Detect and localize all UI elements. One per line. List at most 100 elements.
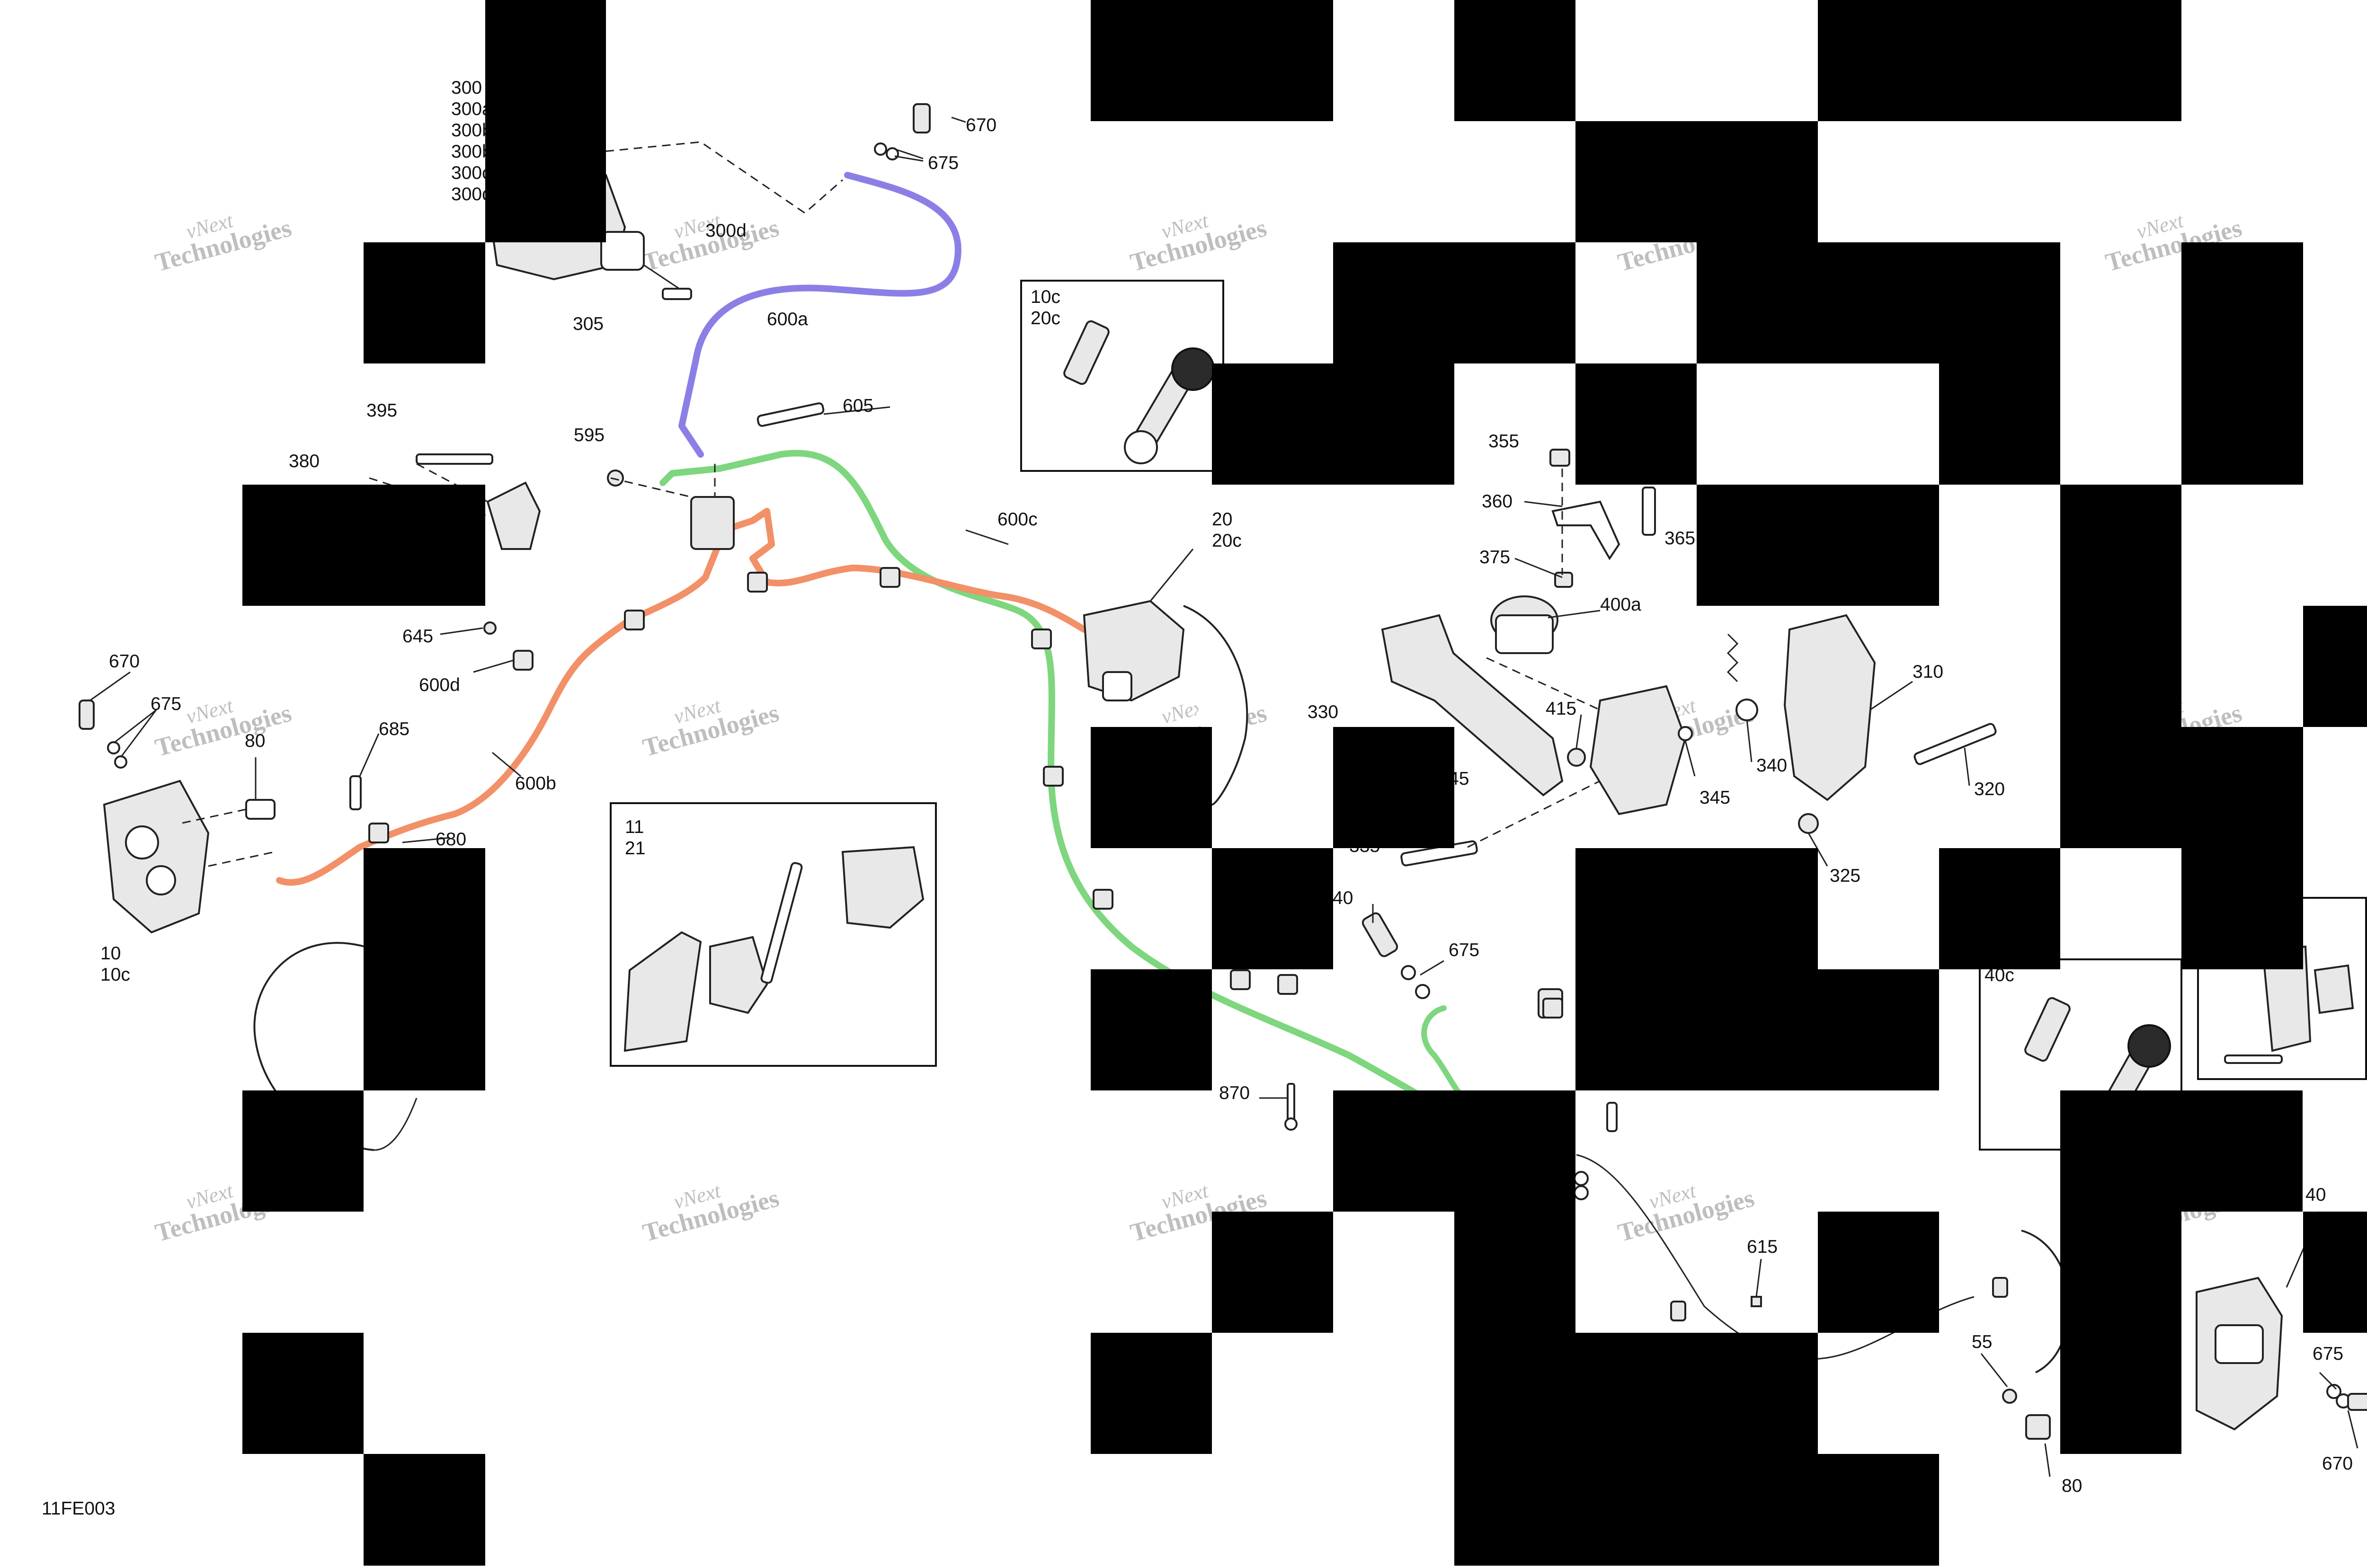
bolt-605 [756, 402, 825, 427]
callout-label: 300 [451, 78, 482, 98]
redaction-block [1818, 1454, 1939, 1566]
callout-label: 675 [928, 153, 959, 173]
brake-pads-box [610, 802, 937, 1067]
redaction-block [364, 242, 485, 363]
fitting-645 [483, 621, 497, 635]
brake-pedal-330 [1381, 614, 1564, 797]
callout-label: 340 [1756, 755, 1787, 776]
callout-label: 680 [436, 829, 466, 850]
callout-label: 600a [767, 309, 808, 329]
callout-label: 11 [625, 817, 644, 837]
callout-label: 595 [574, 425, 605, 445]
caliper-10 [103, 780, 210, 934]
bolt-80-rear [2025, 1414, 2051, 1440]
bleeder-670-rear [2347, 1393, 2367, 1411]
bolt-355 [1549, 449, 1570, 467]
brake-disc-right [1183, 605, 1248, 806]
redaction-block [1575, 1333, 1818, 1566]
redaction-blocks [242, 0, 2367, 1566]
bleeder-670-top [874, 103, 931, 160]
callout-label: 670 [109, 651, 140, 672]
redaction-block [1333, 727, 1454, 848]
callout-label: 300d [705, 221, 747, 241]
callout-label: 20 [1212, 509, 1232, 530]
callout-label: 600d [419, 675, 460, 695]
caliper-40 [2196, 1276, 2283, 1431]
redaction-block [364, 1454, 485, 1566]
redaction-block [364, 848, 485, 1090]
redaction-block [1212, 1212, 1333, 1333]
redaction-block [1575, 121, 1818, 242]
callout-label: 400a [1600, 594, 1641, 615]
line-clamps [368, 567, 1298, 995]
callout-label: 670 [966, 115, 997, 135]
spring [1726, 633, 1739, 682]
redaction-block [1939, 848, 2060, 969]
callout-label: 40 [2305, 1185, 2326, 1205]
callout-label: 375 [1479, 547, 1510, 567]
fitting-600d [513, 650, 534, 671]
callout-label: 305 [573, 314, 604, 334]
callout-label: 325 [1830, 866, 1860, 886]
callout-label: 675 [2313, 1344, 2343, 1364]
redaction-block [1575, 848, 1818, 1090]
screw-685 [349, 775, 362, 810]
redaction-block [1697, 242, 2060, 363]
redaction-block [2303, 606, 2367, 727]
nut-325 [1798, 813, 1819, 834]
sensor-40 [1361, 912, 1398, 957]
redaction-block [1697, 485, 1939, 606]
callout-label: 670 [2322, 1453, 2353, 1474]
callout-label: 10 [100, 943, 121, 964]
master-cylinder [1589, 685, 1687, 815]
callout-label: 80 [245, 731, 265, 751]
redaction-block [2060, 1212, 2181, 1454]
callout-label: 605 [843, 396, 873, 416]
diagram-code: 11FE003 [42, 1498, 115, 1519]
callout-label: 675 [1449, 940, 1479, 960]
redaction-block [1091, 969, 1212, 1090]
callout-label: 20c [1031, 308, 1060, 328]
redaction-block [485, 0, 606, 242]
nut-375 [1554, 572, 1573, 588]
redaction-block [1454, 1212, 1575, 1566]
redaction-block [2181, 727, 2303, 969]
brake-line-600a [678, 172, 961, 458]
redaction-block [1091, 727, 1212, 848]
callout-label: 645 [402, 626, 433, 647]
brake-line-hook [1421, 1005, 1470, 1106]
callout-label: 10c [1031, 287, 1060, 307]
callout-label: 600b [515, 773, 556, 794]
bolt-305 [662, 288, 692, 300]
redaction-block [1212, 848, 1333, 969]
callout-label: 615 [1747, 1237, 1778, 1257]
junction-block [690, 496, 735, 550]
bracket-380 [416, 453, 541, 550]
redaction-block [1818, 0, 2181, 121]
redaction-block [2181, 242, 2303, 485]
redaction-block [1333, 1090, 1575, 1212]
bleeder-670-left [79, 700, 127, 769]
callout-label: 415 [1546, 699, 1576, 719]
callout-label: 355 [1488, 431, 1519, 452]
callout-label: 395 [366, 400, 397, 421]
callout-label: 10c [100, 965, 130, 985]
callout-label: 21 [625, 838, 645, 859]
bolt-80-left [245, 799, 276, 820]
redaction-block [242, 1090, 364, 1212]
callout-label: 365 [1664, 528, 1695, 549]
callout-label: 300c [451, 163, 491, 183]
callout-label: 675 [151, 694, 181, 714]
callout-label: 55 [1972, 1332, 1992, 1352]
leader-lines [89, 116, 2358, 1477]
callout-label: 80 [2062, 1476, 2082, 1496]
redaction-block [1091, 1333, 1212, 1454]
redaction-block [1818, 1212, 1939, 1333]
callout-label: 310 [1913, 662, 1943, 682]
redaction-block [1212, 363, 1454, 485]
callout-label: 600c [997, 509, 1038, 530]
